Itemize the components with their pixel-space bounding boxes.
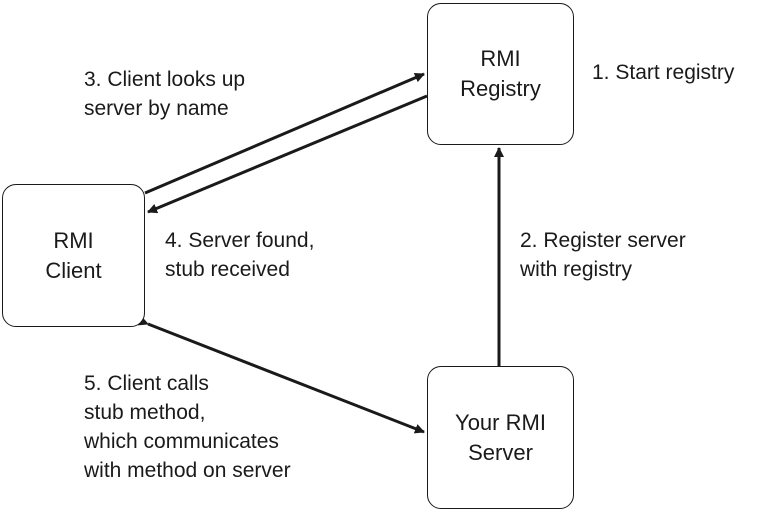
step-2-line: with registry xyxy=(520,258,633,281)
arrow-stub-returned xyxy=(147,94,428,214)
rmi-server-node: Your RMI Server xyxy=(427,366,574,509)
step-1-caption: 1. Start registry xyxy=(592,58,734,87)
rmi-client-node: RMI Client xyxy=(2,184,145,327)
step-4-line: stub received xyxy=(165,258,290,281)
rmi-client-label-line1: RMI xyxy=(53,227,94,253)
step-4-line: 4. Server found, xyxy=(165,229,315,252)
step-3-caption: 3. Client looks up server by name xyxy=(84,65,245,123)
rmi-registry-node: RMI Registry xyxy=(427,3,574,145)
rmi-registry-label-line2: Registry xyxy=(460,76,541,101)
step-5-line: which communicates xyxy=(84,430,279,453)
step-5-line: with method on server xyxy=(84,459,291,482)
step-3-line: server by name xyxy=(84,97,229,120)
step-5-line: 5. Client calls xyxy=(84,372,209,395)
step-4-caption: 4. Server found, stub received xyxy=(165,226,314,284)
step-1-line: 1. Start registry xyxy=(592,61,735,84)
step-2-caption: 2. Register server with registry xyxy=(520,226,686,284)
rmi-registry-label-line1: RMI xyxy=(480,46,521,71)
step-5-line: stub method, xyxy=(84,401,206,424)
rmi-client-label-line2: Client xyxy=(45,257,102,283)
step-3-line: 3. Client looks up xyxy=(84,68,246,91)
rmi-server-label-line1: Your RMI xyxy=(455,409,546,435)
step-2-line: 2. Register server xyxy=(520,229,686,252)
arrow-lookup xyxy=(144,72,425,195)
arrow-method-call xyxy=(137,316,425,434)
step-5-caption: 5. Client calls stub method, which commu… xyxy=(84,369,291,485)
rmi-server-label-line2: Server xyxy=(468,439,533,465)
